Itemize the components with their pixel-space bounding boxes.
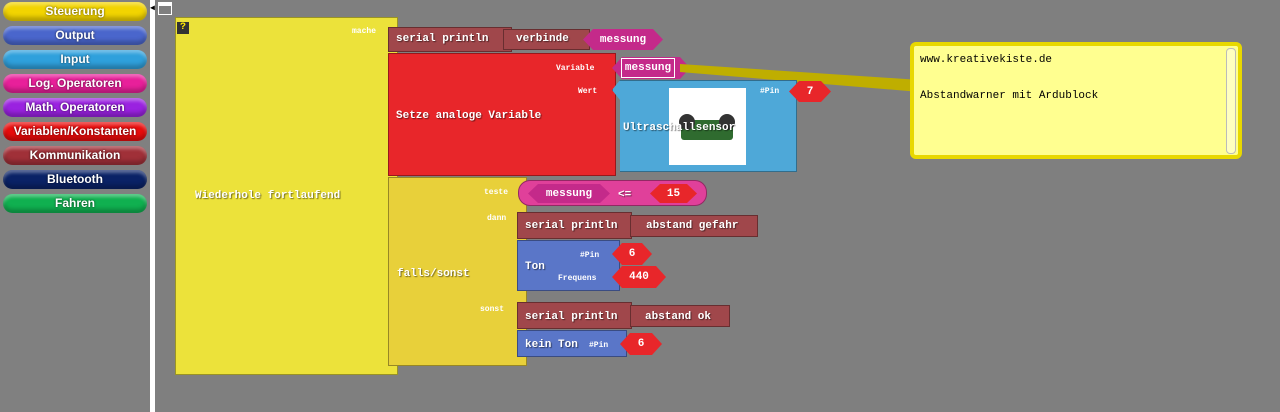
verbinde-label: verbinde xyxy=(516,33,569,45)
ultrasonic-sensor-image xyxy=(669,88,746,165)
loop-block[interactable] xyxy=(175,17,398,375)
category-input[interactable]: Input xyxy=(3,50,147,69)
text-value: abstand ok xyxy=(645,311,712,323)
comment-box[interactable]: www.kreativekiste.de Abstandwarner mit A… xyxy=(910,42,1242,159)
pin-value[interactable]: 7 xyxy=(789,81,831,102)
ton-block[interactable] xyxy=(517,240,620,291)
category-math-operatoren[interactable]: Math. Operatoren xyxy=(3,98,147,117)
comment-line-2: Abstandwarner mit Ardublock xyxy=(920,90,1099,102)
serial-println-label: serial println xyxy=(525,220,618,232)
compare-value[interactable]: 15 xyxy=(650,184,697,203)
variable-label: Variable xyxy=(556,64,595,73)
category-bluetooth[interactable]: Bluetooth xyxy=(3,170,147,189)
sensor-label: Ultraschallsensor xyxy=(623,122,736,134)
palette-divider[interactable] xyxy=(150,0,155,412)
compare-operator[interactable]: <= xyxy=(618,189,632,201)
category-kommunikation[interactable]: Kommunikation xyxy=(3,146,147,165)
teste-label: teste xyxy=(484,188,509,197)
category-fahren[interactable]: Fahren xyxy=(3,194,147,213)
category-output[interactable]: Output xyxy=(3,26,147,45)
pin-label: #Pin xyxy=(580,251,600,260)
if-else-label: falls/sonst xyxy=(397,268,470,280)
set-analog-variable-block[interactable] xyxy=(388,53,616,176)
variable-name-block[interactable] xyxy=(612,57,690,79)
category-steuerung[interactable]: Steuerung xyxy=(3,2,147,21)
frequency-value[interactable]: 440 xyxy=(612,266,666,288)
pin-label: #Pin xyxy=(760,87,780,96)
serial-println-block[interactable] xyxy=(517,212,632,239)
serial-println-label: serial println xyxy=(525,311,618,323)
help-icon[interactable]: ? xyxy=(177,22,189,34)
minimize-icon[interactable] xyxy=(158,2,172,15)
serial-println-label: serial println xyxy=(396,33,489,45)
text-block[interactable] xyxy=(630,215,758,237)
variable-name-input[interactable]: messung xyxy=(621,58,675,78)
serial-println-block[interactable] xyxy=(517,302,632,329)
dann-label: dann xyxy=(487,214,507,223)
text-block[interactable] xyxy=(630,305,730,327)
frequency-label: Frequens xyxy=(558,274,597,283)
serial-println-block[interactable] xyxy=(388,27,512,52)
loop-label: Wiederhole fortlaufend xyxy=(195,190,341,202)
pin-value[interactable]: 6 xyxy=(612,243,652,265)
comment-line-1: www.kreativekiste.de xyxy=(920,54,1053,66)
mache-label: mache xyxy=(352,27,377,36)
wert-label: Wert xyxy=(578,87,598,96)
variable-messung[interactable]: messung xyxy=(583,29,663,50)
collapse-arrow-icon[interactable]: ◀ xyxy=(150,4,155,13)
comment-connector xyxy=(680,64,920,92)
kein-ton-label: kein Ton xyxy=(525,339,578,351)
ton-label: Ton xyxy=(525,261,545,273)
text-value: abstand gefahr xyxy=(646,220,739,232)
sonst-label: sonst xyxy=(480,305,505,314)
category-variablen-konstanten[interactable]: Variablen/Konstanten xyxy=(3,122,147,141)
set-variable-label: Setze analoge Variable xyxy=(396,110,542,122)
pin-value[interactable]: 6 xyxy=(620,333,662,355)
pin-label: #Pin xyxy=(589,341,609,350)
compare-variable[interactable]: messung xyxy=(528,184,610,203)
category-log-operatoren[interactable]: Log. Operatoren xyxy=(3,74,147,93)
comment-scrollbar[interactable] xyxy=(1226,48,1236,154)
kein-ton-block[interactable] xyxy=(517,330,627,357)
